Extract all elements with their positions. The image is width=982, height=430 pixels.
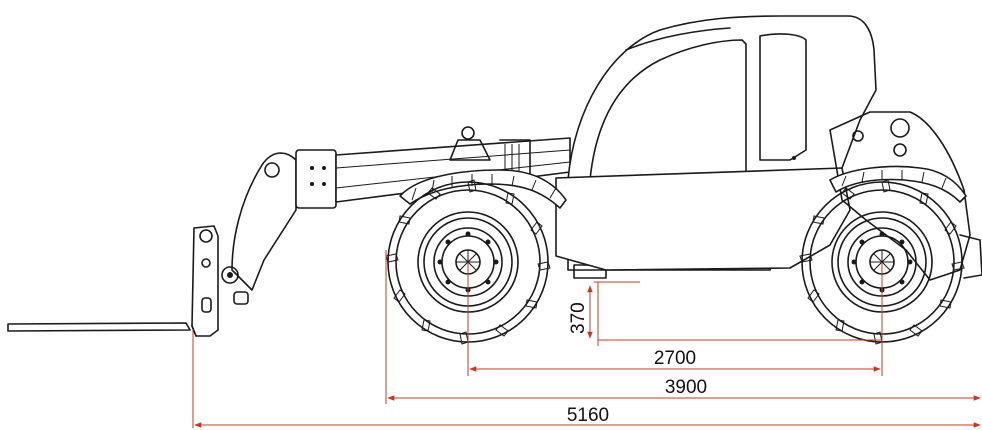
fork-carriage	[7, 225, 219, 337]
telescopic-boom	[221, 126, 571, 305]
wheelbase-label: 2700	[654, 348, 696, 369]
ground-clearance-label: 370	[568, 302, 589, 334]
overall-length-label: 5160	[567, 405, 609, 426]
dimension-lines	[192, 250, 981, 428]
front-to-rear-axle-label: 3900	[665, 377, 707, 398]
rear-fender	[829, 165, 967, 203]
front-fender	[399, 169, 567, 209]
